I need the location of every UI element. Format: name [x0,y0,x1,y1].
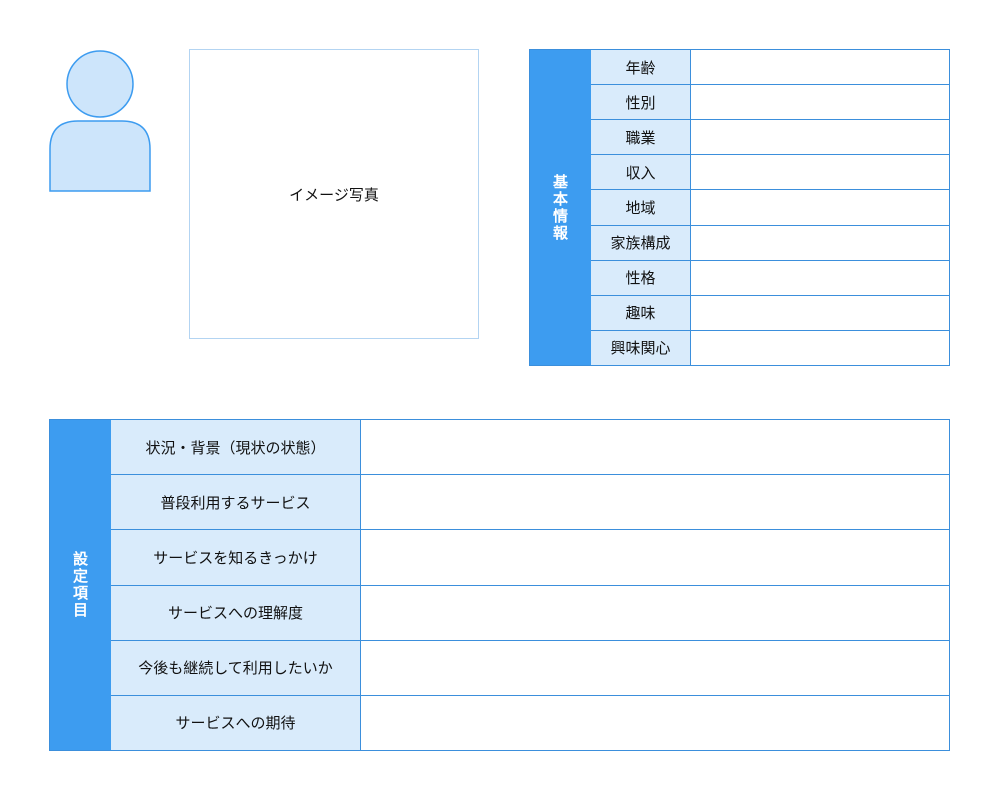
settings-row-discovery: サービスを知るきっかけ [111,530,949,586]
expectations-field[interactable] [361,695,949,751]
basic-info-row-interests: 興味関心 [591,330,949,365]
basic-info-row-gender: 性別 [591,85,949,121]
region-field[interactable] [691,190,949,225]
row-label: 性別 [591,85,691,120]
income-field[interactable] [691,155,949,190]
settings-rows: 状況・背景（現状の状態） 普段利用するサービス サービスを知るきっかけ サービス… [111,420,949,751]
usual-services-field[interactable] [361,475,949,530]
situation-field[interactable] [361,420,949,475]
row-label: 年齢 [591,50,691,85]
row-label: 趣味 [591,295,691,330]
row-label: 興味関心 [591,330,691,365]
row-label: 今後も継続して利用したいか [111,640,361,695]
row-label: サービスを知るきっかけ [111,530,361,585]
settings-header: 設定項目 [50,420,111,750]
family-field[interactable] [691,225,949,260]
basic-info-rows: 年齢 性別 職業 収入 地域 家族構成 [591,50,949,365]
basic-info-row-age: 年齢 [591,50,949,86]
interests-field[interactable] [691,330,949,365]
continue-use-field[interactable] [361,640,949,695]
image-photo-placeholder[interactable]: イメージ写真 [189,49,479,339]
photo-placeholder-label: イメージ写真 [289,185,379,204]
age-field[interactable] [691,50,949,85]
row-label: 状況・背景（現状の状態） [111,420,361,475]
row-label: 普段利用するサービス [111,475,361,530]
settings-row-understanding: サービスへの理解度 [111,585,949,641]
gender-field[interactable] [691,85,949,120]
row-label: サービスへの理解度 [111,585,361,640]
row-label: 家族構成 [591,225,691,260]
basic-info-row-region: 地域 [591,190,949,226]
basic-info-row-family: 家族構成 [591,225,949,261]
basic-info-row-personality: 性格 [591,260,949,296]
personality-field[interactable] [691,260,949,295]
basic-info-row-income: 収入 [591,155,949,191]
row-label: 収入 [591,155,691,190]
occupation-field[interactable] [691,120,949,155]
settings-row-continue-use: 今後も継続して利用したいか [111,640,949,696]
row-label: サービスへの期待 [111,695,361,751]
hobby-field[interactable] [691,295,949,330]
understanding-field[interactable] [361,585,949,640]
discovery-field[interactable] [361,530,949,585]
row-label: 性格 [591,260,691,295]
basic-info-row-occupation: 職業 [591,120,949,156]
basic-info-row-hobby: 趣味 [591,295,949,331]
person-avatar-icon [49,49,151,192]
basic-info-header: 基本情報 [530,50,591,365]
settings-table: 設定項目 状況・背景（現状の状態） 普段利用するサービス サービスを知るきっかけ… [49,419,950,751]
settings-row-situation: 状況・背景（現状の状態） [111,420,949,476]
row-label: 職業 [591,120,691,155]
settings-row-usual-services: 普段利用するサービス [111,475,949,531]
basic-info-table: 基本情報 年齢 性別 職業 収入 地域 [529,49,950,366]
row-label: 地域 [591,190,691,225]
settings-row-expectations: サービスへの期待 [111,695,949,751]
